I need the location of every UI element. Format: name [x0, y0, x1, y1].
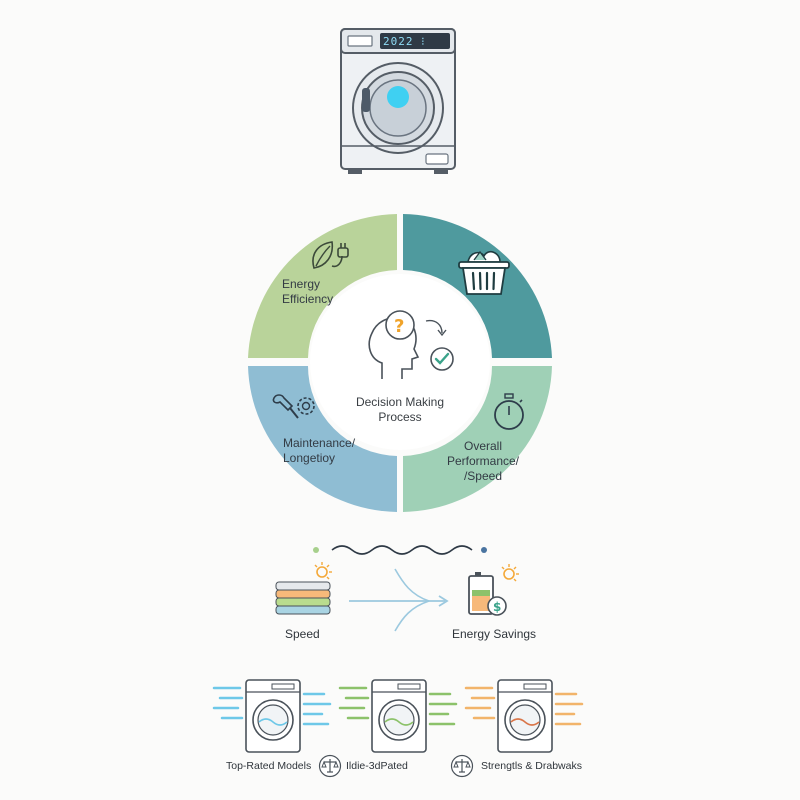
svg-text:?: ?	[394, 316, 404, 337]
maintenance-line2: Longetioy	[283, 451, 336, 465]
segment-energy-efficiency	[248, 214, 397, 358]
washer-orange	[464, 679, 584, 753]
stopwatch-icon	[494, 393, 524, 430]
energy-line2: Efficiency	[282, 292, 334, 306]
stacked-towels-icon	[275, 562, 332, 615]
washer-blue	[212, 679, 332, 753]
speed-label: Speed	[285, 627, 320, 641]
balance-scale-icon	[318, 754, 342, 778]
washer-green	[338, 679, 458, 753]
maintenance-line1: Maintenance/	[283, 436, 356, 450]
center-title-line2: Process	[378, 410, 422, 424]
wheel-center-title: Decision Making Process	[340, 395, 460, 425]
washing-machine-hero	[340, 28, 456, 174]
strengths-drawbacks-label: Strengtls & Drabwaks	[481, 760, 582, 772]
svg-text:$: $	[493, 600, 501, 614]
segment-maintenance	[248, 366, 397, 512]
laundry-basket-icon	[458, 250, 510, 295]
performance-line3: /Speed	[463, 469, 503, 483]
middle-rated-label: Ildie-3dPated	[346, 760, 408, 772]
leaf-plug-icon	[312, 241, 349, 269]
top-rated-models-label: Top-Rated Models	[226, 760, 312, 772]
thinking-head-icon: ?	[368, 310, 454, 379]
diverging-arrow	[349, 568, 449, 632]
balance-scale-icon	[450, 754, 474, 778]
battery-savings-icon: $	[468, 564, 519, 616]
washer-display-readout: 2022 ⁝	[383, 35, 426, 48]
segment-label-performance: Overall Performance/ /Speed	[438, 439, 528, 484]
center-title-line1: Decision Making	[355, 395, 445, 409]
wrench-gear-icon	[272, 394, 315, 419]
energy-savings-label: Energy Savings	[452, 627, 537, 641]
segment-label-energy-efficiency: Energy Efficiency	[282, 277, 333, 307]
wavy-connector	[313, 545, 487, 555]
performance-line1: Overall	[463, 439, 502, 453]
performance-line2: Performance/	[446, 454, 520, 468]
segment-label-maintenance: Maintenance/ Longetioy	[283, 436, 355, 466]
energy-line1: Energy	[282, 277, 321, 291]
